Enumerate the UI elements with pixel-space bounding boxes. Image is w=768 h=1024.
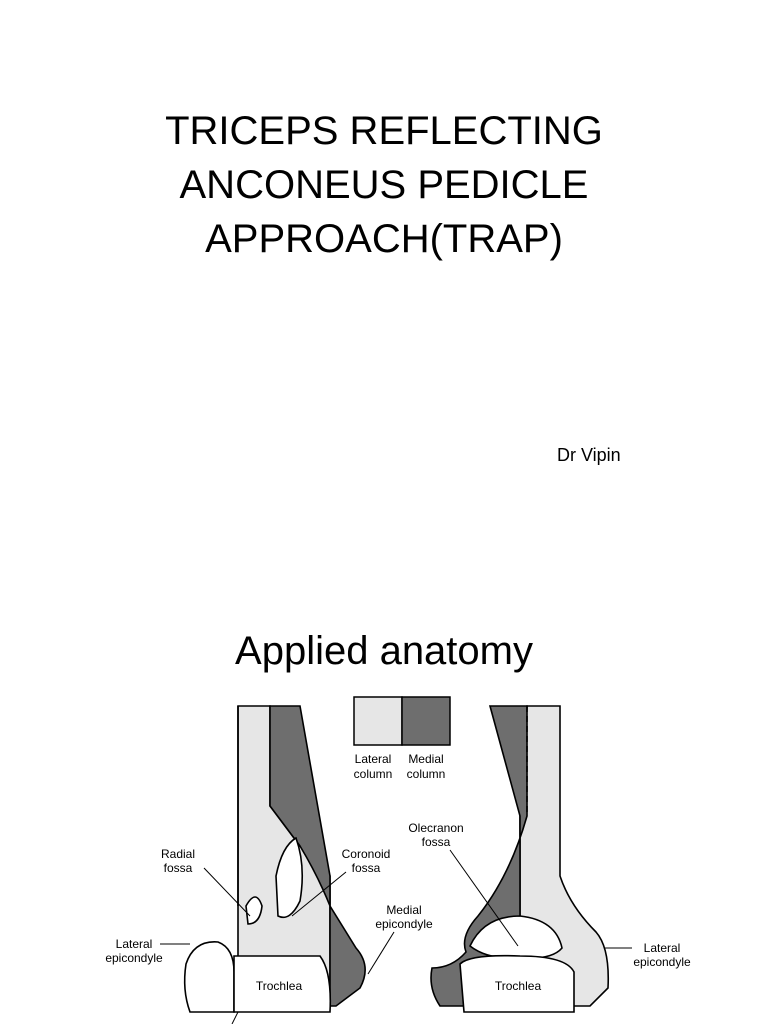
legend-label-lateral: Lateral xyxy=(355,752,392,766)
title-line: TRICEPS REFLECTING xyxy=(165,109,603,153)
leader-capitulum xyxy=(231,1011,239,1024)
left-humerus xyxy=(183,705,366,1013)
label-lateral-epicondyle-left: epicondyle xyxy=(105,951,163,965)
legend: Lateral column Medial column xyxy=(353,696,451,781)
label-coronoid-fossa: fossa xyxy=(352,861,381,875)
legend-label-lateral: column xyxy=(354,767,393,781)
leader-medial-epicondyle xyxy=(367,931,395,975)
slide-title: TRICEPS REFLECTING ANCONEUS PEDICLE APPR… xyxy=(0,104,768,266)
label-lateral-epicondyle-left: Lateral xyxy=(116,937,153,951)
left-medial-column xyxy=(269,705,366,1007)
label-trochlea-right: Trochlea xyxy=(495,979,542,993)
slide-heading: Applied anatomy xyxy=(235,629,533,673)
label-trochlea-left: Trochlea xyxy=(256,979,303,993)
leader-radial-fossa xyxy=(203,867,251,917)
title-line: ANCONEUS PEDICLE xyxy=(179,163,589,207)
right-trochlea xyxy=(459,954,575,1013)
legend-label-medial: column xyxy=(407,767,446,781)
title-line: APPROACH(TRAP) xyxy=(205,217,563,261)
left-capitulum xyxy=(183,941,235,1013)
label-lateral-epicondyle-right: epicondyle xyxy=(633,955,691,969)
right-labels: Olecranon fossa Lateral epicondyle Troch… xyxy=(408,821,691,993)
anatomy-slide: Applied anatomy xyxy=(0,576,768,1024)
label-medial-epicondyle: Medial xyxy=(386,903,421,917)
author-name: Dr Vipin xyxy=(557,445,621,465)
left-labels: Radial fossa Coronoid fossa Medial epico… xyxy=(105,847,433,1024)
left-coronoid-fossa xyxy=(275,836,304,919)
legend-swatch-medial xyxy=(401,696,451,746)
humerus-diagram: Lateral column Medial column Radial foss… xyxy=(105,696,691,1024)
right-humerus xyxy=(430,705,610,1013)
label-medial-epicondyle: epicondyle xyxy=(375,917,433,931)
label-coronoid-fossa: Coronoid xyxy=(342,847,391,861)
label-radial-fossa: Radial xyxy=(161,847,195,861)
label-radial-fossa: fossa xyxy=(164,861,193,875)
legend-label-medial: Medial xyxy=(408,752,443,766)
label-olecranon-fossa: Olecranon xyxy=(408,821,463,835)
legend-swatch-lateral xyxy=(353,696,403,746)
leader-olecranon-fossa xyxy=(449,849,519,947)
leader-coronoid-fossa xyxy=(291,871,347,917)
left-radial-fossa xyxy=(245,896,263,925)
label-olecranon-fossa: fossa xyxy=(422,835,451,849)
label-lateral-epicondyle-right: Lateral xyxy=(644,941,681,955)
title-slide: TRICEPS REFLECTING ANCONEUS PEDICLE APPR… xyxy=(0,104,768,465)
left-trochlea xyxy=(233,955,332,1013)
